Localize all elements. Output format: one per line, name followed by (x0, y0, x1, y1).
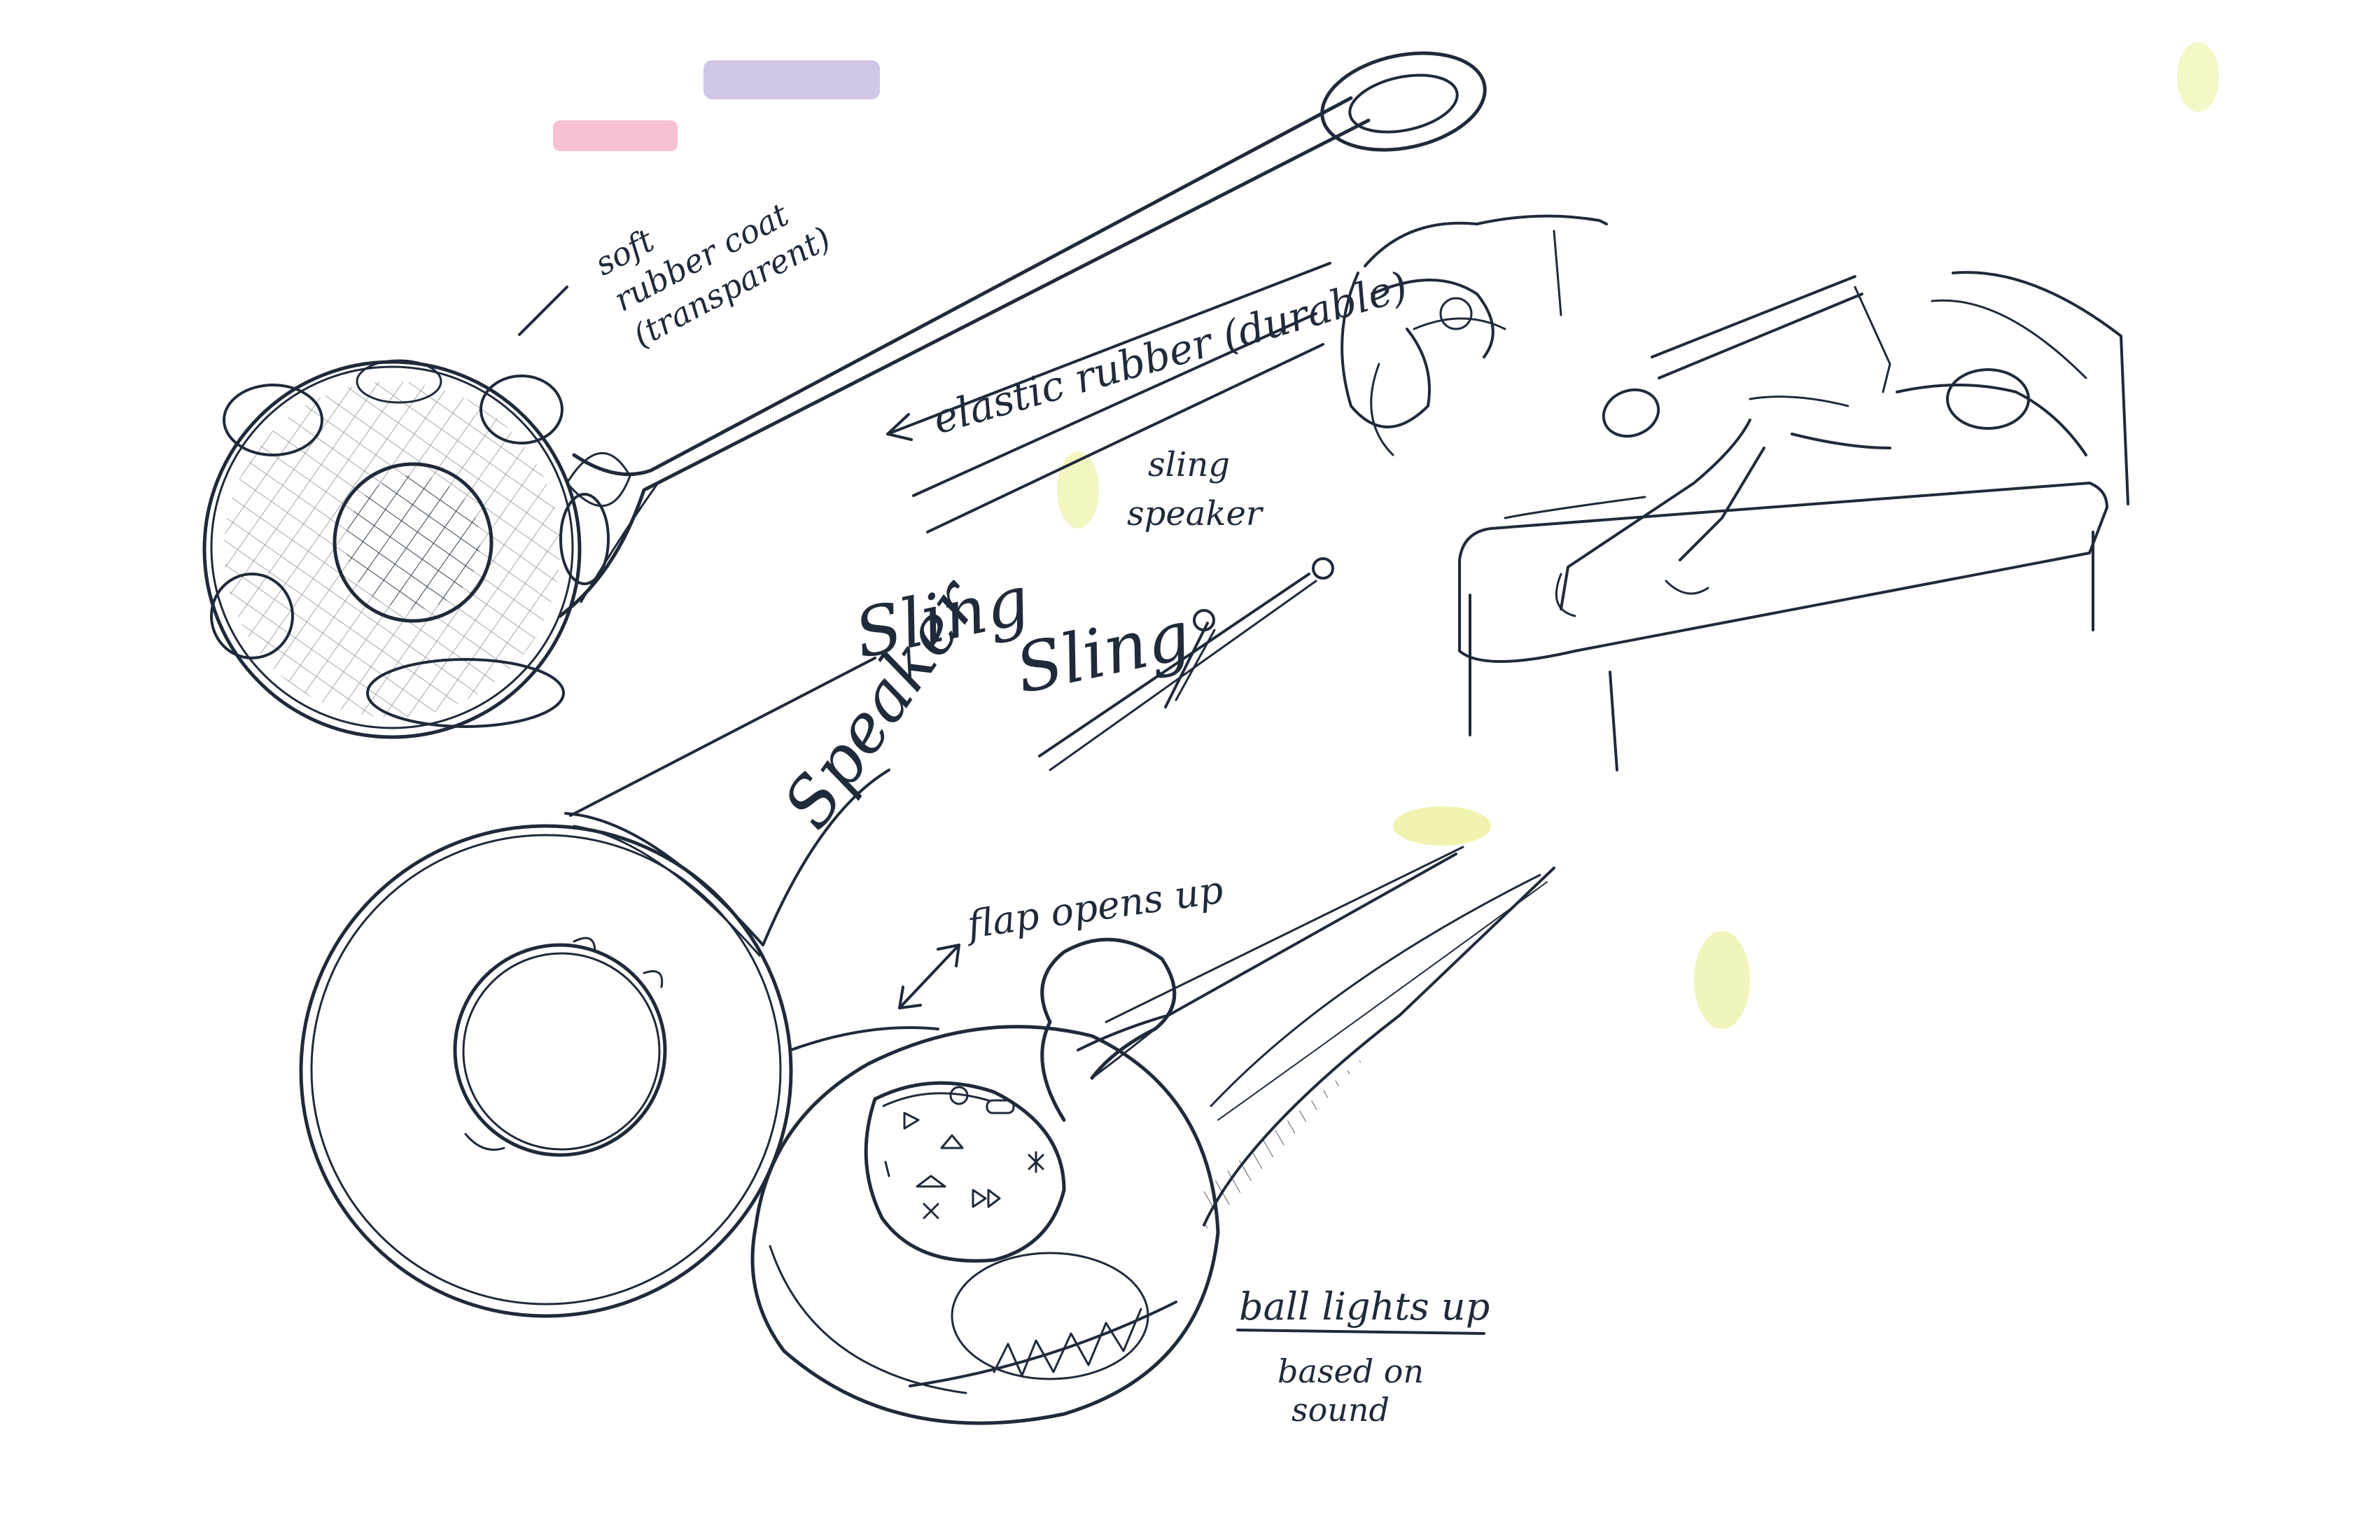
play-icon (903, 1112, 920, 1130)
yellow-smudge (1393, 806, 1491, 846)
title-script: Sling Speaker Sling (768, 561, 1197, 842)
slot-icon (986, 1099, 1015, 1114)
next-icon (916, 1175, 946, 1188)
sling-strap-top (558, 51, 1487, 618)
control-buttons (884, 1086, 1044, 1219)
purple-swatch (704, 60, 880, 99)
lights-annotation: ball lights up based on sound (1236, 1284, 1490, 1429)
lights-label: ball lights up (1239, 1284, 1490, 1329)
sound-label-line1: based on (1278, 1352, 1424, 1390)
plus-icon (923, 1203, 939, 1219)
sling-speaker-label: sling speaker (1127, 445, 1264, 533)
sling-label-line1: sling (1148, 445, 1230, 484)
material-leader-line (518, 286, 568, 336)
sound-label-line2: sound (1292, 1391, 1390, 1429)
yellow-smudge (2177, 42, 2219, 112)
power-icon (949, 1086, 969, 1105)
material-note: soft rubber coat (transparent) (589, 195, 837, 355)
small-sling-doodles (1038, 557, 1334, 771)
flap-label: flap opens up (962, 867, 1226, 947)
title-sling-2: Sling (1009, 596, 1196, 709)
hand-pulling-sketch (1340, 214, 1608, 456)
ring-speaker-sketch (299, 657, 890, 1318)
yellow-smudge (1694, 931, 1750, 1029)
speaker-ball-sketch-top (202, 359, 631, 739)
minus-icon (884, 1161, 890, 1177)
person-on-bed-sketch (1458, 271, 2129, 771)
pink-swatch (553, 120, 678, 151)
skip-icon (972, 1189, 1001, 1208)
flap-speaker-sketch (750, 846, 1555, 1425)
up-icon (940, 1134, 964, 1149)
yellow-smudge (1057, 451, 1099, 528)
sling-label-line2: speaker (1127, 494, 1264, 533)
asterisk-icon (1028, 1151, 1044, 1173)
